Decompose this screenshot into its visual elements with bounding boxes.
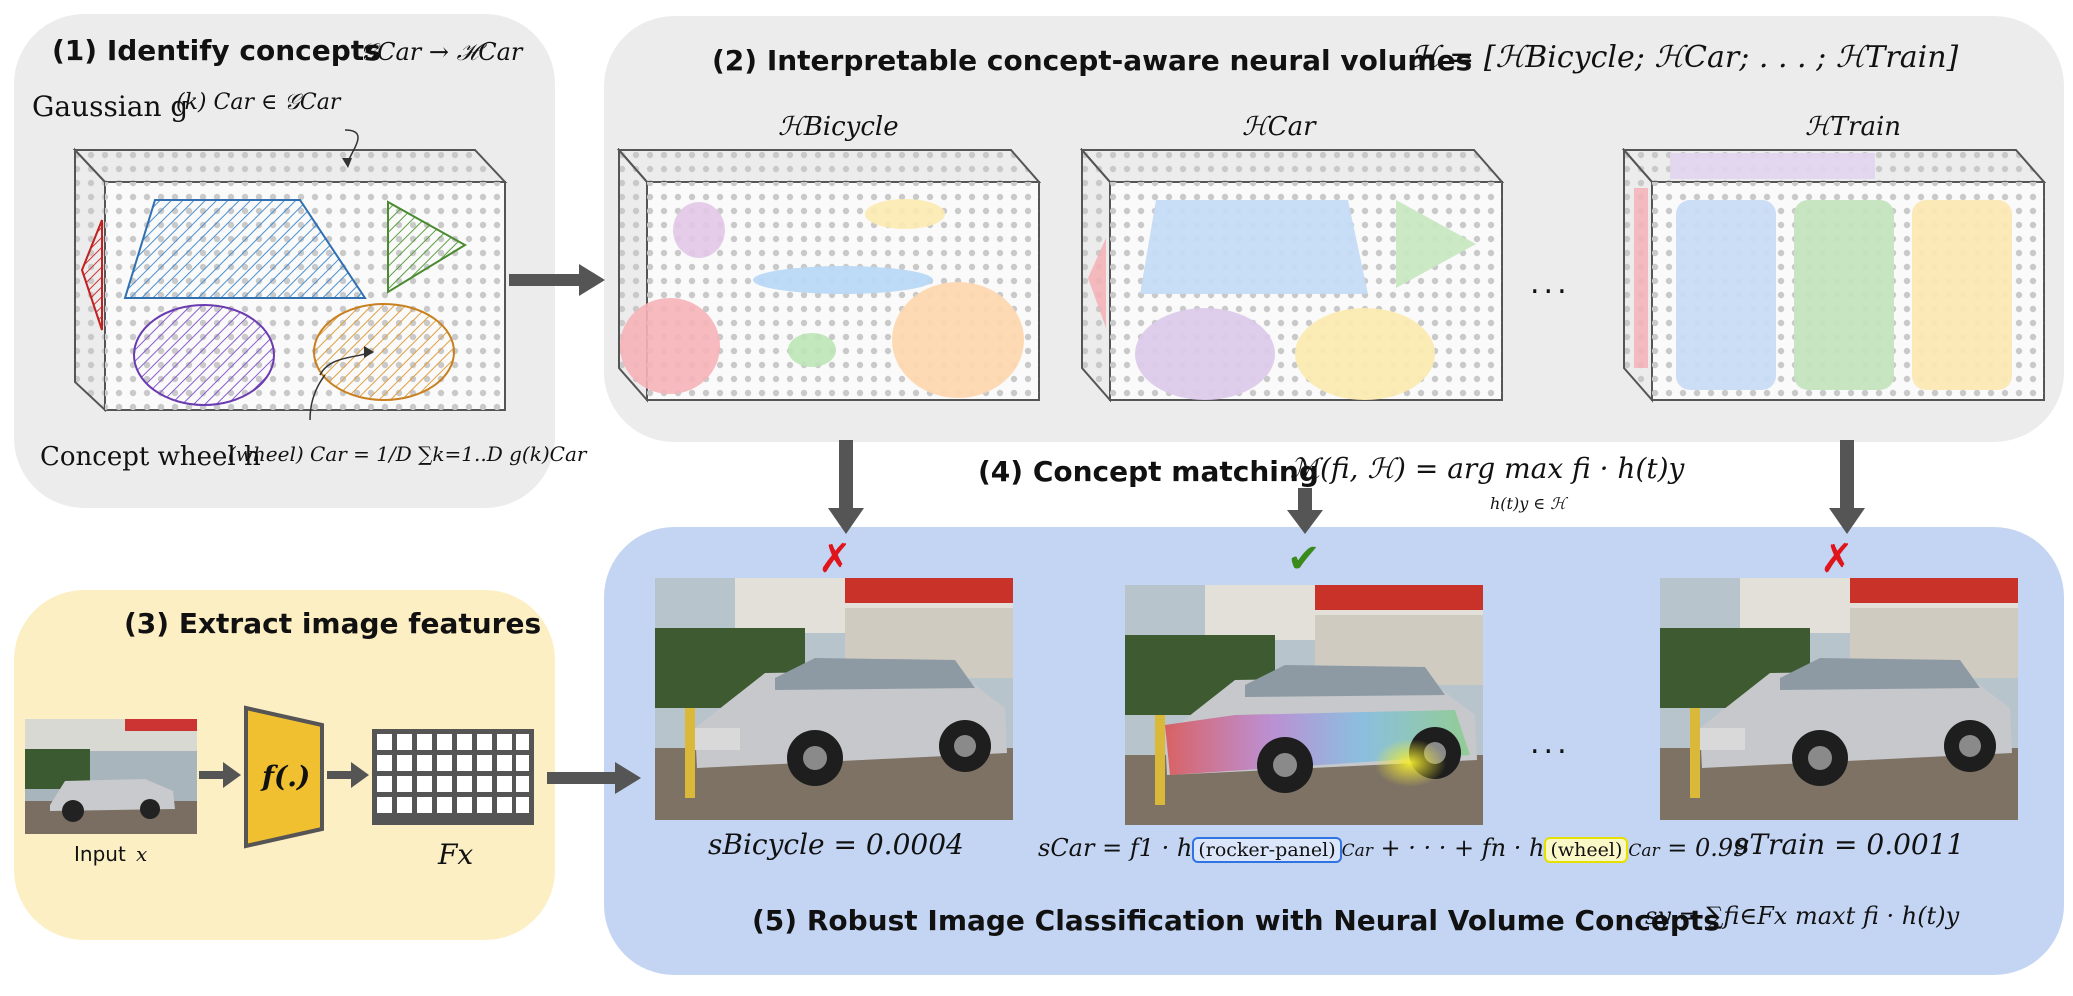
features-label: Fx [438, 838, 474, 871]
score-train: sTrain = 0.0011 [1735, 828, 1965, 861]
panel4-title: (4) Concept matching [978, 455, 1319, 488]
panel1-title-math: 𝒢Car → ℋCar [360, 38, 523, 66]
volume-bicycle [616, 148, 1042, 403]
encoder-block [244, 705, 324, 849]
arrow-encoder-to-features [327, 762, 369, 788]
panel2-title: (2) Interpretable concept-aware neural v… [712, 44, 1473, 77]
panel4-formula: ℳ(fi, ℋ) = arg max fi · h(t)y [1290, 452, 1685, 485]
concept-wheel-math: (wheel) Car = 1/D ∑k=1..D g(k)Car [228, 442, 587, 466]
car-image-car [1125, 585, 1483, 825]
arrow-input-to-encoder [199, 762, 241, 788]
car-image-train [1660, 578, 2018, 820]
car-concept-volume [72, 129, 508, 420]
encoder-label: f(.) [262, 760, 311, 793]
score-car-sub-a: Car [1341, 841, 1373, 861]
panel4-subscript: h(t)y ∈ ℋ [1490, 494, 1567, 513]
panel3-title: (3) Extract image features [124, 607, 542, 640]
volume-label-train: ℋTrain [1805, 112, 1902, 142]
score-bicycle: sBicycle = 0.0004 [708, 828, 964, 861]
score-car-part-a: sCar = f1 · h [1038, 834, 1193, 862]
gaussian-label: Gaussian g [32, 90, 189, 123]
arrow-features-to-classification [547, 762, 641, 794]
panel5-formula: sy = ∑fi∈Fx maxt fi · h(t)y [1645, 902, 1960, 930]
mismatch-mark-train: ✗ [1820, 536, 1854, 582]
car-image-bicycle [655, 578, 1013, 820]
tag-rocker-panel: (rocker-panel) [1192, 837, 1342, 863]
gaussian-math: (k) Car ∈ 𝒢Car [176, 90, 341, 115]
volume-car [1079, 148, 1505, 403]
volume-train [1621, 148, 2047, 403]
arrow-bicycle-down [828, 440, 864, 534]
input-image [25, 719, 197, 834]
arrow-train-down [1829, 440, 1865, 534]
volume-label-car: ℋCar [1242, 112, 1316, 142]
tag-wheel: (wheel) [1544, 837, 1629, 863]
score-car-part-b: + · · · + fn · h [1372, 834, 1545, 862]
volumes-ellipsis: ... [1530, 266, 1571, 301]
arrow-car-down [1287, 488, 1323, 534]
images-ellipsis: ... [1530, 726, 1571, 761]
concept-wheel-label: Concept wheel h [40, 442, 261, 472]
feature-grid [372, 729, 534, 825]
match-mark-car: ✔ [1287, 536, 1321, 582]
input-label: Input [74, 842, 126, 866]
score-car: sCar = f1 · h(rocker-panel)Car + · · · +… [1038, 834, 1748, 863]
panel2-title-math: ℋ = [ℋBicycle; ℋCar; . . . ; ℋTrain] [1410, 40, 1959, 75]
arrow-identify-to-volumes [509, 264, 605, 296]
volume-label-bicycle: ℋBicycle [778, 112, 899, 142]
panel1-title: (1) Identify concepts [52, 34, 381, 67]
input-var: x [136, 842, 148, 866]
panel5-title: (5) Robust Image Classification with Neu… [752, 904, 1720, 937]
score-car-part-c: = 0.99 [1659, 834, 1749, 862]
mismatch-mark-bicycle: ✗ [818, 536, 852, 582]
score-car-sub-b: Car [1628, 841, 1660, 861]
